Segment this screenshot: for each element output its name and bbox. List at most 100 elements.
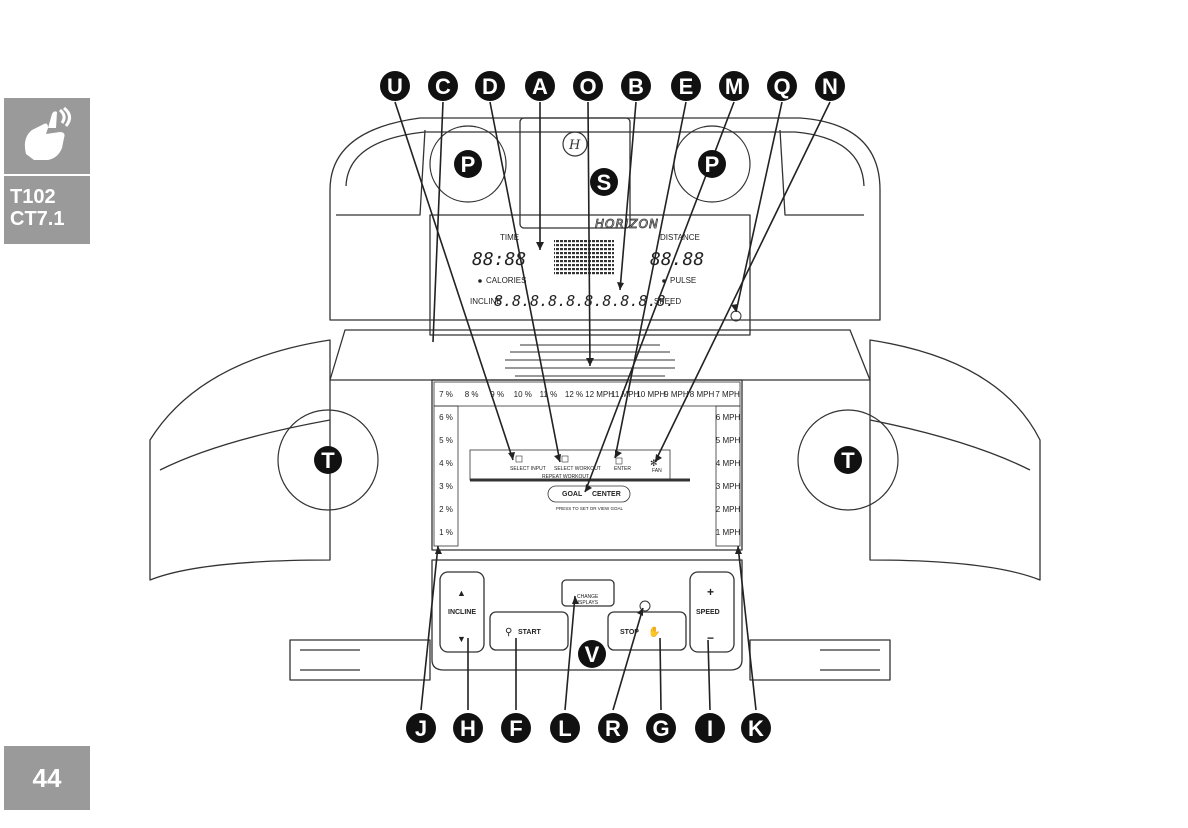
badge-p-right: P [705, 152, 720, 177]
fan-label: FAN [652, 468, 662, 474]
quick-key-incline[interactable]: 4 % [439, 459, 453, 468]
quick-key-top[interactable]: 11 % [540, 390, 558, 399]
callout-o: O [573, 71, 603, 101]
headphone-jack-icon [639, 600, 651, 612]
repeat-workout-label: REPEAT WORKOUT [542, 474, 589, 480]
page-number: 44 [4, 746, 90, 810]
quick-key-top[interactable]: 10 % [514, 390, 532, 399]
enter-label: ENTER [614, 466, 631, 472]
quick-key-top[interactable]: 12 MPH [585, 390, 614, 399]
quick-key-top[interactable]: 7 MPH [715, 390, 740, 399]
callout-d: D [475, 71, 505, 101]
callout-d-label: D [482, 74, 498, 99]
matrix-readout: 8.8.8.8.8.8.8.8.8.8. [494, 292, 675, 310]
callout-l: L [550, 713, 580, 743]
callout-a: A [525, 71, 555, 101]
console-hood [329, 117, 881, 321]
callout-m: M [719, 71, 749, 101]
calories-dot-icon [478, 279, 482, 283]
quick-key-incline[interactable]: 1 % [439, 528, 453, 537]
calories-label: CALORIES [486, 276, 526, 285]
inner-badges: P P S T T V [314, 150, 862, 668]
badge-p-left: P [461, 152, 476, 177]
incline-down-icon: ▼ [457, 634, 466, 644]
start-button[interactable] [489, 611, 569, 651]
callout-f-label: F [509, 716, 522, 741]
quick-key-top[interactable]: 10 MPH [636, 390, 665, 399]
badge-s: S [597, 170, 612, 195]
distance-readout: 88.88 [650, 249, 704, 270]
pulse-label: PULSE [670, 276, 696, 285]
quick-key-top[interactable]: 8 MPH [690, 390, 715, 399]
left-wing [149, 339, 331, 581]
displays-label: DISPLAYS [574, 600, 599, 606]
goal-label: GOAL [562, 491, 583, 498]
right-wing [869, 339, 1041, 581]
quick-key-top[interactable]: 8 % [465, 390, 479, 399]
change-displays-button[interactable] [561, 579, 615, 607]
runner-icon: ⚲ [505, 627, 512, 638]
callout-n-label: N [822, 74, 838, 99]
callout-k-label: K [748, 716, 764, 741]
callout-arrowheads [435, 242, 742, 616]
speed-button-label: SPEED [696, 609, 720, 616]
callout-l-label: L [558, 716, 571, 741]
callout-c-label: C [435, 74, 451, 99]
select-workout-icon [561, 455, 569, 463]
quick-key-top[interactable]: 9 % [490, 390, 504, 399]
callout-q: Q [767, 71, 797, 101]
callout-h-label: H [460, 716, 476, 741]
quick-key-top[interactable]: 12 % [565, 390, 583, 399]
stop-button[interactable] [607, 611, 687, 651]
quick-key-top[interactable]: 7 % [439, 390, 453, 399]
quick-key-speed[interactable]: 3 MPH [716, 482, 741, 491]
quick-key-incline[interactable]: 6 % [439, 413, 453, 422]
callout-b-label: B [628, 74, 644, 99]
quick-key-speed[interactable]: 6 MPH [716, 413, 741, 422]
right-cup-holder [797, 409, 899, 511]
fan-icon: ✻ [650, 458, 658, 468]
center-label: CENTER [592, 491, 621, 498]
select-input-icon [515, 455, 523, 463]
incline-label: INCLINE [470, 297, 502, 306]
quick-key-speed[interactable]: 2 MPH [716, 505, 741, 514]
left-cup-holder [277, 409, 379, 511]
brand-logo: HORIZON [595, 217, 659, 231]
incline-rocker[interactable] [439, 571, 485, 653]
quick-key-incline[interactable]: 2 % [439, 505, 453, 514]
change-label: CHANGE [577, 594, 599, 600]
callout-b: B [621, 71, 651, 101]
dot-matrix-display [554, 240, 614, 276]
left-grip [289, 639, 431, 681]
time-label: TIME [500, 233, 519, 242]
quick-key-top[interactable]: 11 MPH [611, 390, 640, 399]
quick-key-top[interactable]: 9 MPH [664, 390, 689, 399]
speed-minus-label: − [707, 631, 714, 645]
stop-label: STOP [620, 629, 639, 636]
callout-n: N [815, 71, 845, 101]
speed-rocker[interactable] [689, 571, 735, 653]
callout-f: F [501, 713, 531, 743]
quick-key-speed[interactable]: 1 MPH [716, 528, 741, 537]
control-deck [431, 559, 743, 671]
right-grip [749, 639, 891, 681]
quick-key-speed[interactable]: 4 MPH [716, 459, 741, 468]
callout-j: J [406, 713, 436, 743]
incline-button-label: INCLINE [448, 609, 476, 616]
goal-hint: PRESS TO SET OR VIEW GOAL [556, 506, 624, 511]
callout-leaders [394, 101, 831, 711]
callout-q-label: Q [773, 74, 790, 99]
distance-label: DISTANCE [660, 233, 700, 242]
touch-hand-icon [4, 98, 90, 174]
badge-t-right: T [841, 448, 855, 473]
quick-key-incline[interactable]: 5 % [439, 436, 453, 445]
callout-c: C [428, 71, 458, 101]
callout-e-label: E [679, 74, 694, 99]
quick-key-speed[interactable]: 5 MPH [716, 436, 741, 445]
callout-a-label: A [532, 74, 548, 99]
quick-key-incline[interactable]: 3 % [439, 482, 453, 491]
callout-g-label: G [652, 716, 669, 741]
